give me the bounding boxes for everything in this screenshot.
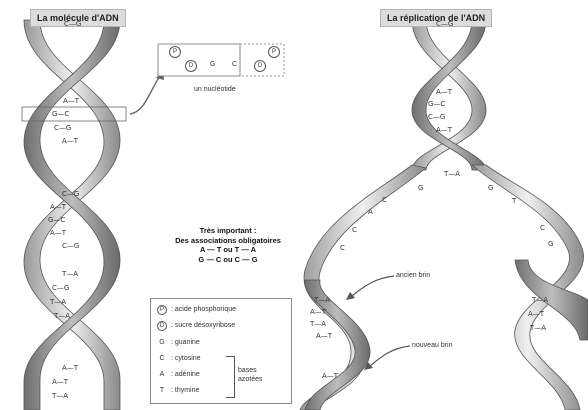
nouveau-brin-arrow [369, 345, 411, 367]
left-helix-strand-b [23, 19, 121, 410]
left-helix-strand-a [23, 19, 121, 410]
nucleotide-sugar-left: D [185, 60, 197, 72]
bases-label-1: bases [238, 367, 257, 374]
nucleotide-phosphate-right: P [268, 46, 280, 58]
left-pair-14: T—A [54, 312, 71, 320]
right-pair-4: C—G [428, 113, 446, 121]
left-pair-7: A—T [50, 203, 67, 211]
right-split-r1: G [488, 184, 494, 192]
left-pair-11: T—A [62, 270, 79, 278]
right-lower-left-4: A—T [316, 332, 333, 340]
left-title: La molécule d'ADN [30, 9, 126, 27]
legend-row-adenine: A : adénine [157, 371, 200, 378]
legend-row-thymine: T : thymine [157, 387, 200, 394]
legend-label: : sucre désoxyribose [171, 322, 236, 329]
nouveau-brin-label: nouveau brin [412, 342, 453, 349]
right-new-strand-left [304, 279, 371, 410]
legend-row-cytosine: C : cytosine [157, 355, 201, 362]
legend-label: : guanine [171, 339, 200, 346]
right-title: La réplication de l'ADN [380, 9, 493, 27]
left-pair-15: A—T [62, 364, 79, 372]
right-new-strand-right [514, 259, 588, 341]
legend-label: : cytosine [171, 355, 201, 362]
important-line-3: A — T ou T — A [199, 245, 257, 254]
legend-label: : adénine [171, 371, 200, 378]
left-pair-4: C—G [54, 124, 72, 132]
important-line-1: Très important : [199, 226, 257, 235]
legend-box: P : acide phosphorique D : sucre désoxyrib… [150, 298, 292, 404]
bases-azotees-label: bases azotées [238, 366, 263, 384]
legend-row-guanine: G : guanine [157, 339, 200, 346]
right-pair-2: A—T [436, 88, 453, 96]
nucleotide-sugar-right: D [254, 60, 266, 72]
nucleotide-highlight-box [21, 106, 127, 122]
legend-label: : thymine [171, 387, 200, 394]
right-helix-top-strand-a [411, 19, 487, 171]
right-split-4: A [368, 208, 373, 216]
right-split-r2: T [512, 197, 517, 205]
right-split-6: C [340, 244, 345, 252]
right-lower-right-2: A—T [528, 310, 545, 318]
right-split-r4: G [548, 240, 554, 248]
right-pair-3: G—C [428, 100, 446, 108]
right-split-1: T—A [444, 170, 461, 178]
left-pair-16: A—T [52, 378, 69, 386]
right-lower-left-1: T—A [314, 296, 331, 304]
legend-symbol: P [157, 305, 167, 315]
right-old-strand-right [470, 164, 584, 410]
left-pair-5: A—T [62, 137, 79, 145]
left-pair-13: T—A [50, 298, 67, 306]
nucleotide-caption: un nucléotide [194, 86, 236, 93]
legend-symbol: T [159, 387, 165, 394]
legend-symbol: G [159, 339, 165, 346]
legend-symbol: C [159, 355, 165, 362]
right-split-3: C [382, 196, 387, 204]
left-pair-6: C—G [62, 190, 80, 198]
legend-symbol: A [159, 371, 165, 378]
right-split-5: C [352, 226, 357, 234]
left-pair-10: C—G [62, 242, 80, 250]
left-pair-17: T—A [52, 392, 69, 400]
left-pair-8: G—C [48, 216, 66, 224]
ancien-brin-label: ancien brin [396, 272, 431, 279]
left-pair-1: C—G [64, 20, 82, 28]
right-split-2: G [418, 184, 424, 192]
nucleotide-dashed-box [239, 43, 285, 77]
ancien-brin-arrowhead [346, 292, 355, 300]
legend-symbol: D [157, 321, 167, 331]
left-pair-9: A—T [50, 229, 67, 237]
important-note: Très important : Des associations obliga… [148, 226, 308, 264]
right-pair-5: A—T [436, 126, 453, 134]
left-pair-3: G—C [52, 110, 70, 118]
nouveau-brin-arrowhead [364, 362, 373, 370]
left-pair-2: A—T [63, 97, 80, 105]
ancien-brin-arrow [351, 275, 395, 297]
left-pair-12: C—G [52, 284, 70, 292]
right-lower-left-2: A—T [310, 308, 327, 316]
nucleotide-base-g: G [210, 61, 216, 68]
important-line-2: Des associations obligatoires [175, 235, 281, 245]
nucleotide-base-c: C [232, 61, 238, 68]
right-split-r3: C [540, 224, 545, 232]
right-lower-right-1: T—A [532, 296, 549, 304]
legend-row-phosphate: P : acide phosphorique [157, 305, 236, 315]
bases-brace [226, 356, 235, 398]
right-pair-1: C—G [436, 20, 454, 28]
bases-label-2: azotées [238, 376, 263, 383]
callout-arrow [129, 75, 161, 115]
legend-label: : acide phosphorique [171, 306, 236, 313]
important-line-4: G — C ou C — G [198, 254, 258, 264]
right-lower-left-5: A—T [322, 372, 339, 380]
right-lower-right-3: T—A [530, 324, 547, 332]
nucleotide-phosphate-left: P [169, 46, 181, 58]
legend-row-sugar: D : sucre désoxyribose [157, 321, 235, 331]
right-lower-left-3: T—A [310, 320, 327, 328]
